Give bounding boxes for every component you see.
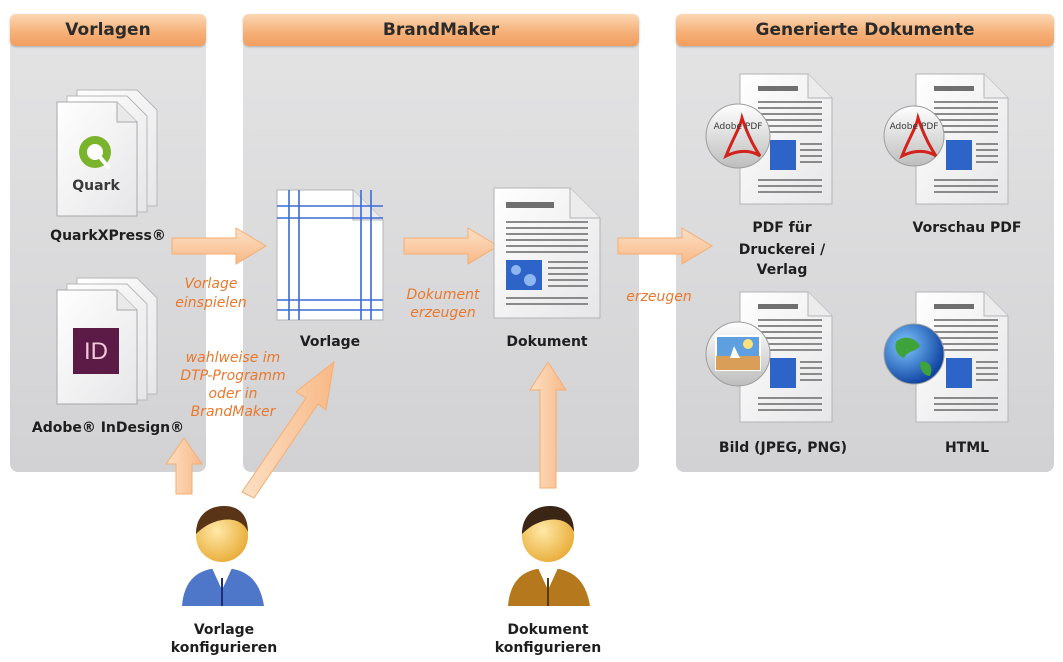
indesign-logo-text: ID [84, 338, 108, 365]
document-config-label-1: Dokument [507, 622, 589, 638]
preview-pdf-icon [883, 73, 1009, 205]
optional-text-4: BrandMaker [190, 404, 276, 420]
document-label: Dokument [506, 334, 588, 350]
optional-text-3: oder in [208, 386, 258, 402]
import-text-1: Vorlage [184, 276, 238, 292]
arrow-create-document [403, 227, 499, 265]
template-grid-icon [276, 189, 384, 321]
person-document-config-icon [508, 506, 590, 606]
pdf-print-icon [705, 73, 833, 205]
import-text-2: einspielen [175, 295, 247, 311]
document-config-label-2: konfigurieren [494, 640, 602, 656]
preview-pdf-label: Vorschau PDF [912, 220, 1022, 236]
optional-text-2: DTP-Programm [180, 368, 286, 384]
pdf-print-label-2: Druckerei / Verlag [738, 242, 826, 278]
person-template-config-icon [182, 506, 264, 606]
html-output-icon [883, 291, 1009, 423]
template-config-label-2: konfigurieren [170, 640, 278, 656]
create-doc-text-1: Dokument [406, 287, 480, 303]
indesign-label: Adobe® InDesign® [31, 420, 185, 436]
indesign-file-icon [56, 277, 158, 405]
arrow-generate [617, 227, 713, 265]
arrow-config-to-template [241, 360, 335, 499]
header-brandmaker: BrandMaker [243, 14, 639, 46]
optional-text-1: wahlweise im [185, 350, 281, 366]
arrow-config-to-indesign [165, 437, 203, 495]
quarkxpress-label: QuarkXPress® [50, 228, 166, 244]
header-generated: Generierte Dokumente [676, 14, 1054, 46]
generate-text: erzeugen [626, 289, 692, 305]
header-templates: Vorlagen [10, 14, 206, 46]
template-config-label-1: Vorlage [193, 622, 255, 638]
template-label: Vorlage [299, 334, 361, 350]
html-output-label: HTML [944, 440, 990, 456]
image-output-label: Bild (JPEG, PNG) [718, 440, 848, 456]
create-doc-text-2: erzeugen [410, 305, 476, 321]
arrow-import [171, 227, 267, 265]
pdf-print-badge-text: Adobe PDF [713, 122, 763, 132]
quark-logo-text: Quark [72, 178, 120, 194]
arrow-config-to-document [529, 361, 567, 489]
preview-pdf-badge-text: Adobe PDF [889, 122, 939, 132]
quark-file-icon [56, 89, 158, 217]
image-output-icon [705, 291, 833, 423]
pdf-print-label-1: PDF für [752, 220, 812, 236]
document-icon [493, 187, 601, 319]
